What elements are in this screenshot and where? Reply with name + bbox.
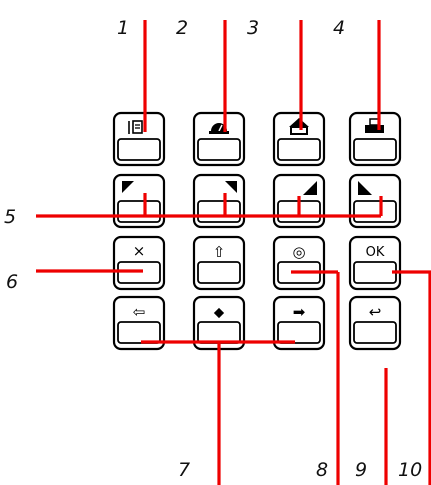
- up-arrow-icon: ⇧: [213, 243, 226, 261]
- home-icon: [289, 118, 309, 135]
- top-left-triangle-icon: [122, 181, 134, 193]
- bottom-right-triangle-icon: [303, 181, 317, 195]
- callout-9: 9: [355, 459, 367, 481]
- gauge-icon: [209, 123, 229, 134]
- key-row4-col3[interactable]: ➡: [272, 295, 326, 351]
- leader-lines: [36, 20, 431, 485]
- diamond-icon: ⬥: [214, 303, 225, 321]
- key-row3-col1[interactable]: ×: [112, 235, 166, 291]
- key-row1-col1[interactable]: [112, 111, 166, 167]
- callout-7: 7: [178, 459, 190, 481]
- right-arrow-icon: ➡: [293, 303, 306, 321]
- cancel-icon: ×: [133, 242, 146, 260]
- key-row1-col3[interactable]: [272, 111, 326, 167]
- key-row3-col2[interactable]: ⇧: [192, 235, 246, 291]
- reset-icon: ◎: [292, 243, 305, 261]
- key-row3-col4[interactable]: OK: [348, 235, 402, 291]
- callout-2: 2: [176, 17, 188, 39]
- ok-label: OK: [366, 245, 385, 260]
- callout-10: 10: [398, 459, 422, 481]
- key-row2-col1[interactable]: [112, 173, 166, 229]
- left-arrow-icon: ⇦: [133, 303, 146, 321]
- key-row1-col4[interactable]: [348, 111, 402, 167]
- top-right-triangle-icon: [225, 181, 237, 193]
- bottom-left-triangle-icon: [358, 181, 372, 195]
- callout-8: 8: [316, 459, 328, 481]
- callout-3: 3: [247, 17, 259, 39]
- key-row3-col3[interactable]: ◎: [272, 235, 326, 291]
- key-row2-col2[interactable]: [192, 173, 246, 229]
- document-icon: [128, 120, 143, 134]
- back-arrow-icon: ↩: [369, 303, 382, 321]
- key-row2-col4[interactable]: [348, 173, 402, 229]
- key-row1-col2[interactable]: [192, 111, 246, 167]
- callout-6: 6: [6, 271, 18, 293]
- key-row4-col4[interactable]: ↩: [348, 295, 402, 351]
- key-row4-col2[interactable]: ⬥: [192, 295, 246, 351]
- callout-5: 5: [4, 206, 16, 228]
- callout-4: 4: [333, 17, 345, 39]
- callout-1: 1: [117, 17, 129, 39]
- key-row4-col1[interactable]: ⇦: [112, 295, 166, 351]
